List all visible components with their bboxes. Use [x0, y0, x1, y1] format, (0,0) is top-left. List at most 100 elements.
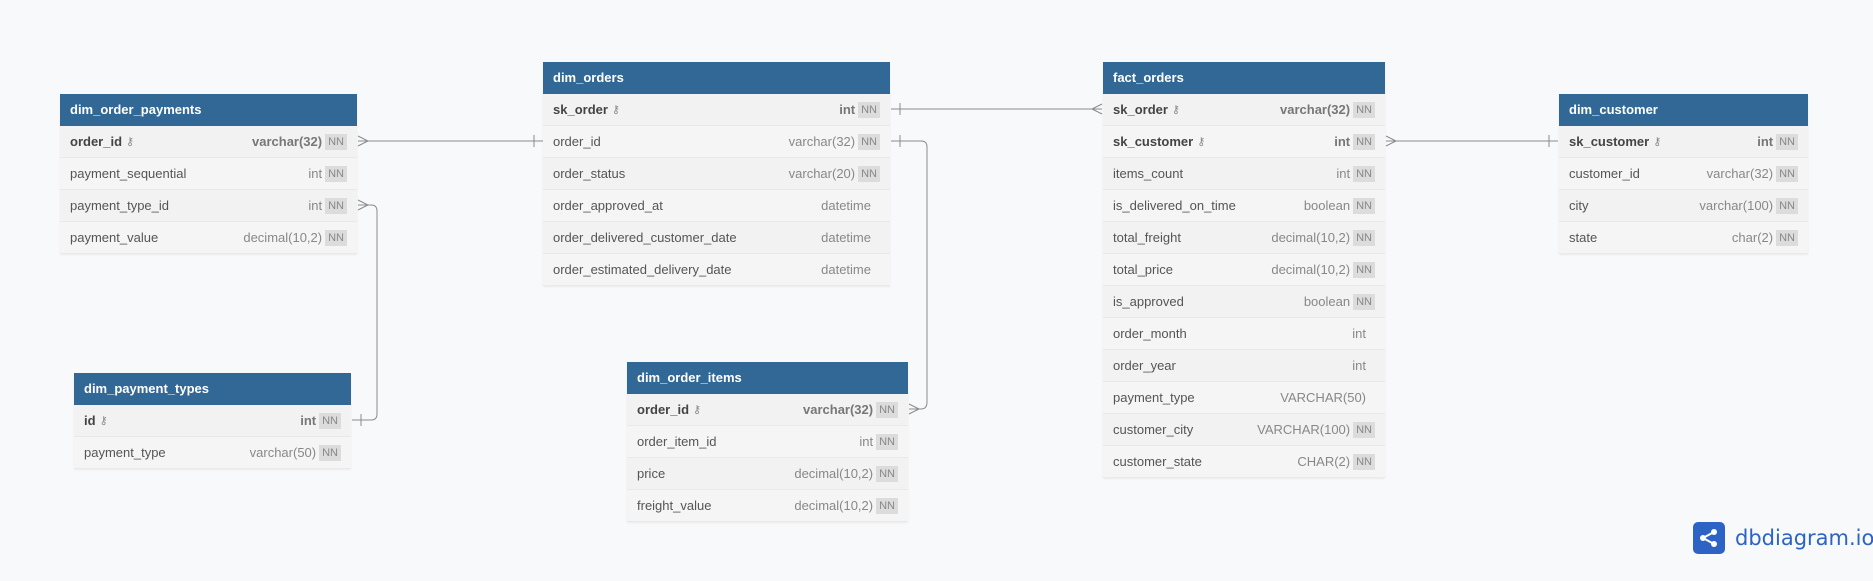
column-name: total_freight — [1113, 230, 1181, 245]
not-null-badge: NN — [325, 133, 347, 150]
column-type: CHAR(2) — [1297, 454, 1351, 469]
column-name: order_delivered_customer_date — [553, 230, 737, 245]
table-row[interactable]: order_estimated_delivery_date datetime — [543, 254, 890, 286]
table-header[interactable]: dim_payment_types — [74, 373, 351, 405]
column-name: customer_id — [1569, 166, 1640, 181]
table-row[interactable]: total_freight decimal(10,2)NN — [1103, 222, 1385, 254]
column-name: state — [1569, 230, 1598, 245]
column-type: VARCHAR(100) — [1257, 422, 1351, 437]
table-row[interactable]: order_id⚷varchar(32)NN — [627, 394, 908, 426]
brand-name: dbdiagram.io — [1735, 526, 1873, 550]
column-name: items_count — [1113, 166, 1184, 181]
table-dim-order-payments[interactable]: dim_order_payments order_id⚷varchar(32)N… — [60, 94, 357, 254]
not-null-badge: NN — [876, 497, 898, 514]
table-header[interactable]: dim_order_payments — [60, 94, 357, 126]
column-name: payment_type — [1113, 390, 1195, 405]
column-type: boolean — [1303, 294, 1351, 309]
table-row[interactable]: sk_order⚷varchar(32)NN — [1103, 94, 1385, 126]
table-row[interactable]: city varchar(100)NN — [1559, 190, 1808, 222]
column-type: int — [859, 434, 874, 449]
key-icon: ⚷ — [1653, 136, 1662, 148]
column-type: varchar(100) — [1699, 198, 1774, 213]
key-icon: ⚷ — [1197, 136, 1206, 148]
table-row[interactable]: customer_city VARCHAR(100)NN — [1103, 414, 1385, 446]
table-header[interactable]: fact_orders — [1103, 62, 1385, 94]
not-null-badge: NN — [858, 101, 880, 118]
column-type: boolean — [1303, 198, 1351, 213]
not-null-badge: NN — [876, 433, 898, 450]
column-type: datetime — [821, 262, 871, 277]
table-row[interactable]: order_id⚷varchar(32)NN — [60, 126, 357, 158]
column-name: order_estimated_delivery_date — [553, 262, 732, 277]
not-null-badge: NN — [319, 444, 341, 461]
column-type: decimal(10,2) — [794, 466, 874, 481]
column-name: total_price — [1113, 262, 1173, 277]
not-null-badge: NN — [858, 133, 880, 150]
key-icon: ⚷ — [611, 104, 620, 116]
not-null-badge: NN — [325, 229, 347, 246]
not-null-badge: NN — [1776, 197, 1798, 214]
not-null-badge: NN — [319, 412, 341, 429]
column-name: order_id — [637, 402, 690, 417]
column-type: int — [308, 166, 323, 181]
column-type: decimal(10,2) — [243, 230, 323, 245]
column-type: varchar(32) — [252, 134, 323, 149]
column-name: customer_city — [1113, 422, 1194, 437]
not-null-badge: NN — [1353, 421, 1375, 438]
column-type: varchar(32) — [1706, 166, 1774, 181]
brand-logo[interactable]: dbdiagram.io — [1693, 522, 1873, 554]
not-null-badge: NN — [858, 165, 880, 182]
column-name: order_month — [1113, 326, 1187, 341]
column-name: freight_value — [637, 498, 712, 513]
table-header[interactable]: dim_orders — [543, 62, 890, 94]
not-null-badge: NN — [1353, 229, 1375, 246]
column-name: sk_order — [553, 102, 608, 117]
table-header[interactable]: dim_order_items — [627, 362, 908, 394]
key-icon: ⚷ — [126, 136, 135, 148]
column-name: city — [1569, 198, 1589, 213]
column-name: payment_type_id — [70, 198, 170, 213]
table-header[interactable]: dim_customer — [1559, 94, 1808, 126]
column-type: int — [1336, 166, 1351, 181]
column-type: decimal(10,2) — [1271, 230, 1351, 245]
not-null-badge: NN — [1353, 293, 1375, 310]
column-type: char(2) — [1731, 230, 1774, 245]
column-name: is_approved — [1113, 294, 1184, 309]
